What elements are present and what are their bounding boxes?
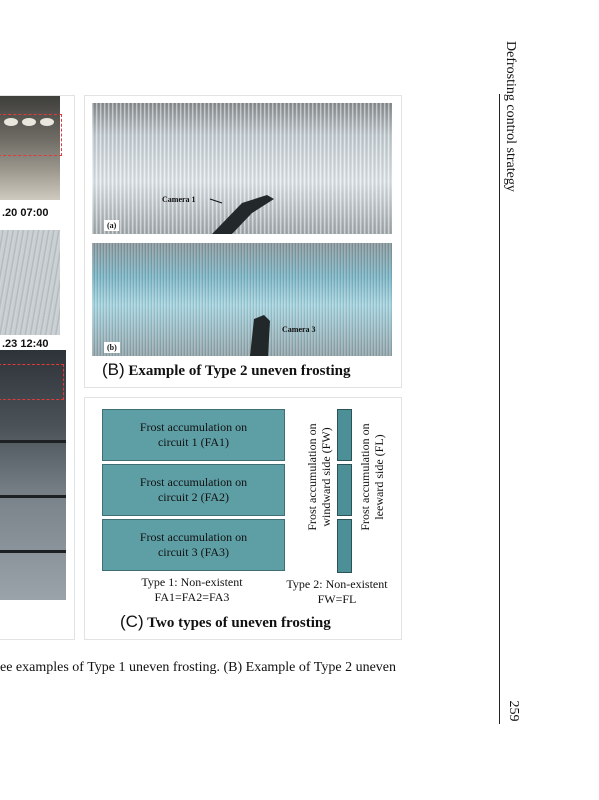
fw-label: Frost accumulation on windward side (FW) <box>305 397 333 557</box>
panel-a-photo-1 <box>0 96 62 200</box>
fl-line-1: Frost accumulation on <box>358 423 372 531</box>
fl-line-2: leeward side (FL) <box>372 434 386 520</box>
panel-b-caption-text: Example of Type 2 uneven frosting <box>128 363 351 379</box>
type-1-line-1: Type 1: Non-existent <box>141 575 243 589</box>
fa1-line-2: circuit 1 (FA1) <box>157 435 230 449</box>
type-1-line-2: FA1=FA2=FA3 <box>154 590 230 604</box>
type-2-line-2: FW=FL <box>317 592 357 606</box>
panel-c-caption-letter: (C) <box>120 612 144 631</box>
camera-3-label: Camera 3 <box>282 325 316 334</box>
fa2-line-1: Frost accumulation on <box>139 475 248 489</box>
fa2-box: Frost accumulation on circuit 2 (FA2) <box>102 464 285 516</box>
frost-bar-top <box>337 409 352 461</box>
type-1-label: Type 1: Non-existent FA1=FA2=FA3 <box>112 575 272 605</box>
type-2-line-1: Type 2: Non-existent <box>286 577 388 591</box>
panel-a-time-label-2: .23 12:40 <box>2 338 49 350</box>
fw-line-1: Frost accumulation on <box>305 423 319 531</box>
running-header: Defrosting control strategy <box>503 41 518 192</box>
panel-b-caption: (B) Example of Type 2 uneven frosting <box>102 360 351 380</box>
frost-bar-middle <box>337 464 352 516</box>
fa1-line-1: Frost accumulation on <box>139 420 248 434</box>
fl-label: Frost accumulation on leeward side (FL) <box>358 397 386 557</box>
fin-highlight <box>4 118 18 126</box>
frost-band <box>0 440 66 443</box>
dashed-highlight-box <box>0 364 64 400</box>
type-2-label: Type 2: Non-existent FW=FL <box>272 577 402 607</box>
fa3-line-1: Frost accumulation on <box>139 530 248 544</box>
dashed-highlight-box <box>0 114 62 156</box>
panel-a-time-label-1: .20 07:00 <box>2 207 49 219</box>
panel-b-photo-a: Camera 1 (a) <box>92 103 392 234</box>
fin-highlight <box>22 118 36 126</box>
frost-band <box>0 495 66 498</box>
fa3-line-2: circuit 3 (FA3) <box>157 545 230 559</box>
sublabel-b: (b) <box>104 342 120 353</box>
panel-c-caption: (C) Two types of uneven frosting <box>120 612 331 632</box>
panel-c-caption-text: Two types of uneven frosting <box>147 615 331 631</box>
fa2-line-2: circuit 2 (FA2) <box>157 490 230 504</box>
fa3-box: Frost accumulation on circuit 3 (FA3) <box>102 519 285 571</box>
camera-1-device <box>209 195 274 234</box>
fa1-box: Frost accumulation on circuit 1 (FA1) <box>102 409 285 461</box>
camera-1-label: Camera 1 <box>162 195 196 204</box>
camera-3-device <box>250 315 270 356</box>
panel-b-photo-b: Camera 3 (b) <box>92 243 392 356</box>
frost-bar-bottom <box>337 519 352 573</box>
fw-line-2: windward side (FW) <box>319 427 333 527</box>
frost-band <box>0 550 66 553</box>
panel-a-photo-2 <box>0 230 60 335</box>
figure-caption: ee examples of Type 1 uneven frosting. (… <box>0 660 397 675</box>
panel-a-photo-3 <box>0 350 66 600</box>
margin-rule <box>499 94 500 724</box>
fin-highlight <box>40 118 54 126</box>
sublabel-a: (a) <box>104 220 120 231</box>
panel-b-caption-letter: (B) <box>102 360 125 379</box>
page-number: 259 <box>506 700 521 722</box>
